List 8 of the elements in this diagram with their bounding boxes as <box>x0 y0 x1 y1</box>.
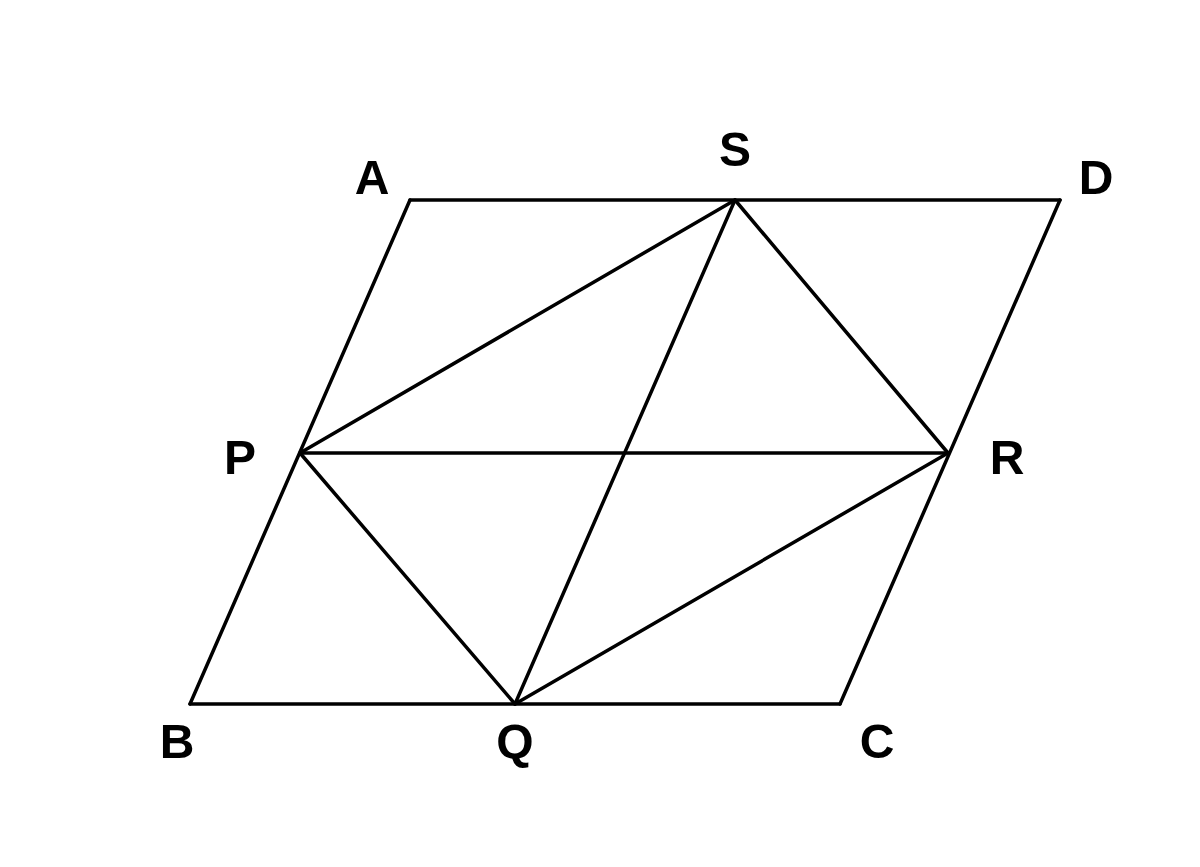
vertex-label: S <box>719 126 751 174</box>
vertex-label: R <box>989 434 1025 482</box>
vertex-label: C <box>859 718 895 766</box>
vertex-label: P <box>224 434 256 482</box>
vertex-label: B <box>159 718 195 766</box>
vertex-label: Q <box>496 718 534 766</box>
vertex-label: D <box>1078 154 1114 202</box>
vertex-label: A <box>354 154 390 202</box>
